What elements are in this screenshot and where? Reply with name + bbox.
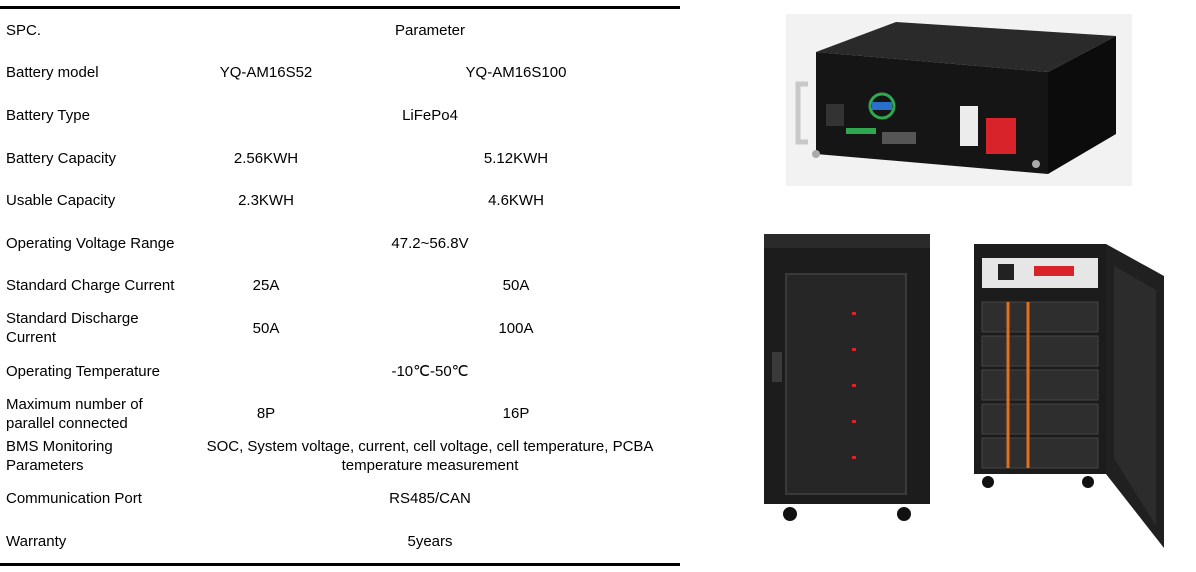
row-value-model-1: 2.3KWH xyxy=(238,192,294,210)
table-row: SPC. Parameter xyxy=(0,8,680,52)
row-value-model-2: 16P xyxy=(502,405,530,423)
row-value-model-1: YQ-AM16S52 xyxy=(219,64,313,82)
table-row: Standard Charge Current 25A 50A xyxy=(0,265,680,308)
row-label: Standard Discharge Current xyxy=(6,310,139,347)
table-row: Operating Temperature -10℃-50℃ xyxy=(0,350,680,393)
row-value-model-2: 4.6KWH xyxy=(488,192,544,210)
row-value-model-2: 50A xyxy=(502,277,530,295)
spec-table: SPC. Parameter Battery model YQ-AM16S52 … xyxy=(0,6,680,566)
row-label: Usable Capacity xyxy=(6,192,116,210)
rack-battery-image xyxy=(786,14,1132,186)
table-row: Warranty 5years xyxy=(0,520,680,564)
closed-cabinet-image xyxy=(756,228,942,528)
row-value-model-1: 50A xyxy=(252,319,280,337)
row-value: -10℃-50℃ xyxy=(391,362,469,380)
row-value: LiFePo4 xyxy=(402,106,458,124)
row-label: SPC. xyxy=(6,21,42,39)
row-label: Operating Temperature xyxy=(6,362,160,380)
table-row: Battery Type LiFePo4 xyxy=(0,94,680,137)
row-value: 5years xyxy=(407,532,453,550)
row-value-model-2: 5.12KWH xyxy=(483,149,549,167)
row-label: Battery Type xyxy=(6,106,90,124)
row-label: Communication Port xyxy=(6,490,142,508)
row-value-model-1: 8P xyxy=(256,405,276,423)
row-label: Maximum number of parallel connected xyxy=(6,395,143,432)
table-row: Communication Port RS485/CAN xyxy=(0,478,680,521)
open-cabinet-image xyxy=(968,236,1174,550)
row-value: RS485/CAN xyxy=(389,490,471,508)
table-row: BMS Monitoring Parameters SOC, System vo… xyxy=(0,435,680,478)
row-value: Parameter xyxy=(394,21,466,39)
table-row: Operating Voltage Range 47.2~56.8V xyxy=(0,222,680,265)
table-row: Battery model YQ-AM16S52 YQ-AM16S100 xyxy=(0,52,680,95)
row-label: Standard Charge Current xyxy=(6,277,175,295)
table-row: Standard Discharge Current 50A 100A xyxy=(0,307,680,350)
row-label: Battery model xyxy=(6,64,99,82)
row-value-model-2: 100A xyxy=(498,319,534,337)
table-row: Battery Capacity 2.56KWH 5.12KWH xyxy=(0,137,680,180)
row-label: Warranty xyxy=(6,532,67,550)
row-label: Battery Capacity xyxy=(6,149,117,167)
table-row: Maximum number of parallel connected 8P … xyxy=(0,392,680,435)
row-value: SOC, System voltage, current, cell volta… xyxy=(206,438,654,475)
row-value-model-1: 2.56KWH xyxy=(233,149,299,167)
row-value-model-1: 25A xyxy=(252,277,280,295)
row-label: BMS Monitoring Parameters xyxy=(6,438,113,475)
row-value-model-2: YQ-AM16S100 xyxy=(465,64,567,82)
row-value: 47.2~56.8V xyxy=(391,234,469,252)
row-label: Operating Voltage Range xyxy=(6,234,175,252)
table-row: Usable Capacity 2.3KWH 4.6KWH xyxy=(0,179,680,222)
